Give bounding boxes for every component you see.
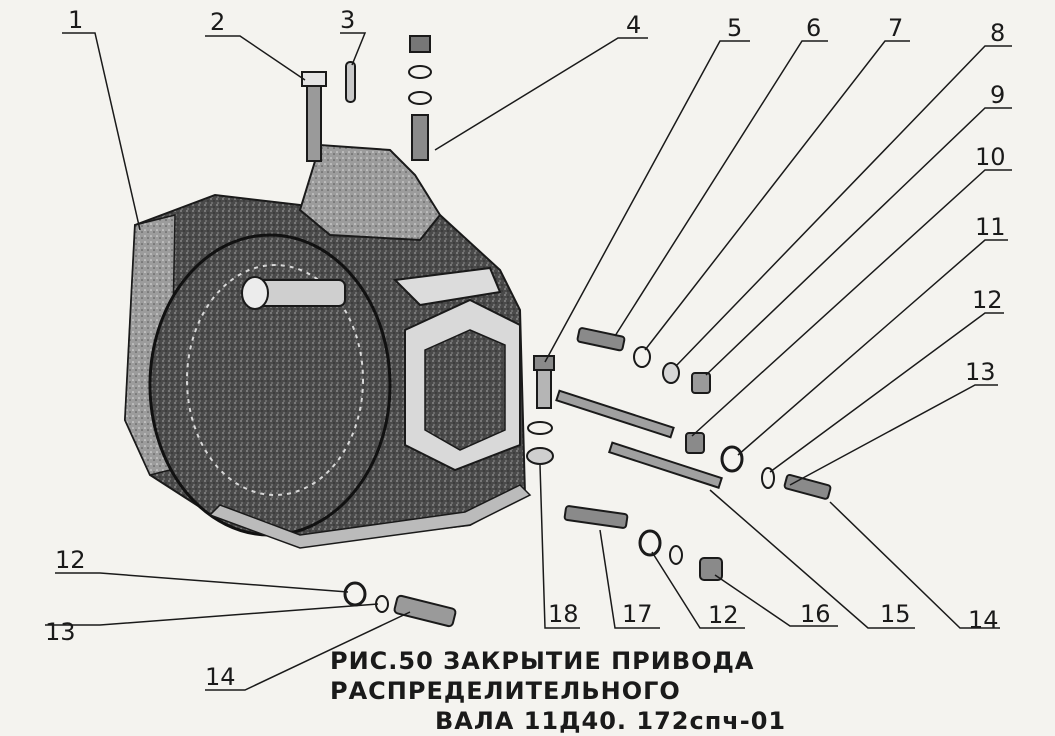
cover-inner-ring bbox=[186, 264, 364, 496]
leader-8 bbox=[675, 45, 1012, 367]
leader-3 bbox=[340, 32, 367, 66]
leader-13c bbox=[45, 603, 379, 626]
bolt-10 bbox=[555, 389, 675, 439]
shaft-end bbox=[241, 276, 269, 310]
callout-14c: 14 bbox=[205, 663, 236, 691]
nut-9 bbox=[691, 372, 711, 394]
leader-12a bbox=[769, 312, 1004, 473]
washer-4a bbox=[408, 65, 432, 79]
bracket bbox=[392, 266, 502, 307]
housing-assembly bbox=[123, 143, 532, 549]
callout-13c: 13 bbox=[45, 618, 76, 646]
callout-18: 18 bbox=[548, 600, 579, 628]
leader-6 bbox=[614, 40, 828, 337]
callout-15: 15 bbox=[880, 600, 911, 628]
leader-12b bbox=[651, 551, 745, 629]
callout-17: 17 bbox=[622, 600, 653, 628]
leader-9 bbox=[705, 107, 1012, 376]
bolt-14c bbox=[393, 594, 457, 628]
stud-6 bbox=[576, 327, 626, 352]
bolt-2-head bbox=[301, 71, 327, 87]
washer-12 bbox=[720, 445, 744, 473]
callout-6: 6 bbox=[806, 14, 821, 42]
washer-4b bbox=[408, 91, 432, 105]
top-boss bbox=[298, 143, 442, 242]
stud-4 bbox=[411, 114, 429, 161]
washer-16a bbox=[669, 545, 683, 565]
leader-2 bbox=[205, 35, 306, 81]
leader-4 bbox=[434, 37, 648, 151]
callout-12a: 12 bbox=[972, 286, 1003, 314]
leader-7 bbox=[644, 40, 910, 351]
leader-17 bbox=[599, 529, 660, 629]
callout-12b: 12 bbox=[708, 601, 739, 629]
leader-15 bbox=[709, 489, 915, 629]
bolt-14 bbox=[783, 473, 832, 500]
washer-18b bbox=[526, 447, 554, 465]
leader-5 bbox=[544, 40, 750, 363]
leader-16 bbox=[714, 574, 838, 627]
leader-11 bbox=[737, 239, 1008, 456]
housing-base bbox=[208, 484, 532, 549]
washer-12c bbox=[343, 581, 367, 607]
callout-5: 5 bbox=[727, 14, 742, 42]
callout-12c: 12 bbox=[55, 546, 86, 574]
caption-line-1: РИС.50 ЗАКРЫТИЕ ПРИВОДА РАСПРЕДЕЛИТЕЛЬНО… bbox=[330, 647, 755, 705]
leader-1 bbox=[62, 32, 141, 231]
leader-lines bbox=[45, 32, 1012, 691]
pin-3 bbox=[345, 61, 356, 103]
leader-12c bbox=[55, 572, 349, 593]
washer-7 bbox=[633, 346, 651, 368]
nut-11 bbox=[685, 432, 705, 454]
leader-14c bbox=[205, 611, 411, 691]
callout-16: 16 bbox=[800, 600, 831, 628]
leader-18 bbox=[539, 464, 580, 629]
diagram-stage: 1 2 3 4 5 6 7 8 9 10 11 12 13 14 15 16 1… bbox=[45, 6, 1012, 735]
nut-16 bbox=[699, 557, 723, 581]
callout-10: 10 bbox=[975, 143, 1006, 171]
nut-4 bbox=[409, 35, 431, 53]
callout-3: 3 bbox=[340, 6, 355, 34]
lock-washer-13 bbox=[761, 467, 775, 489]
callout-14a: 14 bbox=[968, 606, 999, 634]
figure-caption: РИС.50 ЗАКРЫТИЕ ПРИВОДА РАСПРЕДЕЛИТЕЛЬНО… bbox=[330, 646, 1050, 736]
callout-7: 7 bbox=[888, 14, 903, 42]
loose-parts bbox=[301, 35, 832, 628]
washer-8 bbox=[662, 362, 680, 384]
callout-8: 8 bbox=[990, 19, 1005, 47]
leader-13a bbox=[789, 384, 998, 486]
bolt-2-shank bbox=[306, 85, 322, 162]
bolt-5-shank bbox=[536, 369, 552, 409]
callout-11: 11 bbox=[975, 213, 1006, 241]
leader-10 bbox=[691, 169, 1012, 437]
bolt-5-head bbox=[533, 355, 555, 371]
caption-line-2: ВАЛА 11Д40. 172спч-01 bbox=[435, 707, 787, 735]
leader-14a bbox=[829, 501, 1000, 629]
callout-2: 2 bbox=[210, 8, 225, 36]
window-opening bbox=[424, 329, 506, 451]
callout-1: 1 bbox=[68, 6, 83, 34]
callout-9: 9 bbox=[990, 81, 1005, 109]
washer-18a bbox=[527, 421, 553, 435]
stud-17 bbox=[563, 505, 629, 529]
callout-numbers: 1 2 3 4 5 6 7 8 9 10 11 12 13 14 15 16 1… bbox=[45, 6, 1006, 691]
callout-13a: 13 bbox=[965, 358, 996, 386]
washer-12b bbox=[638, 529, 662, 557]
bolt-15 bbox=[607, 441, 723, 489]
callout-4: 4 bbox=[626, 11, 641, 39]
exploded-view-drawing: 1 2 3 4 5 6 7 8 9 10 11 12 13 14 15 16 1… bbox=[45, 6, 1012, 691]
